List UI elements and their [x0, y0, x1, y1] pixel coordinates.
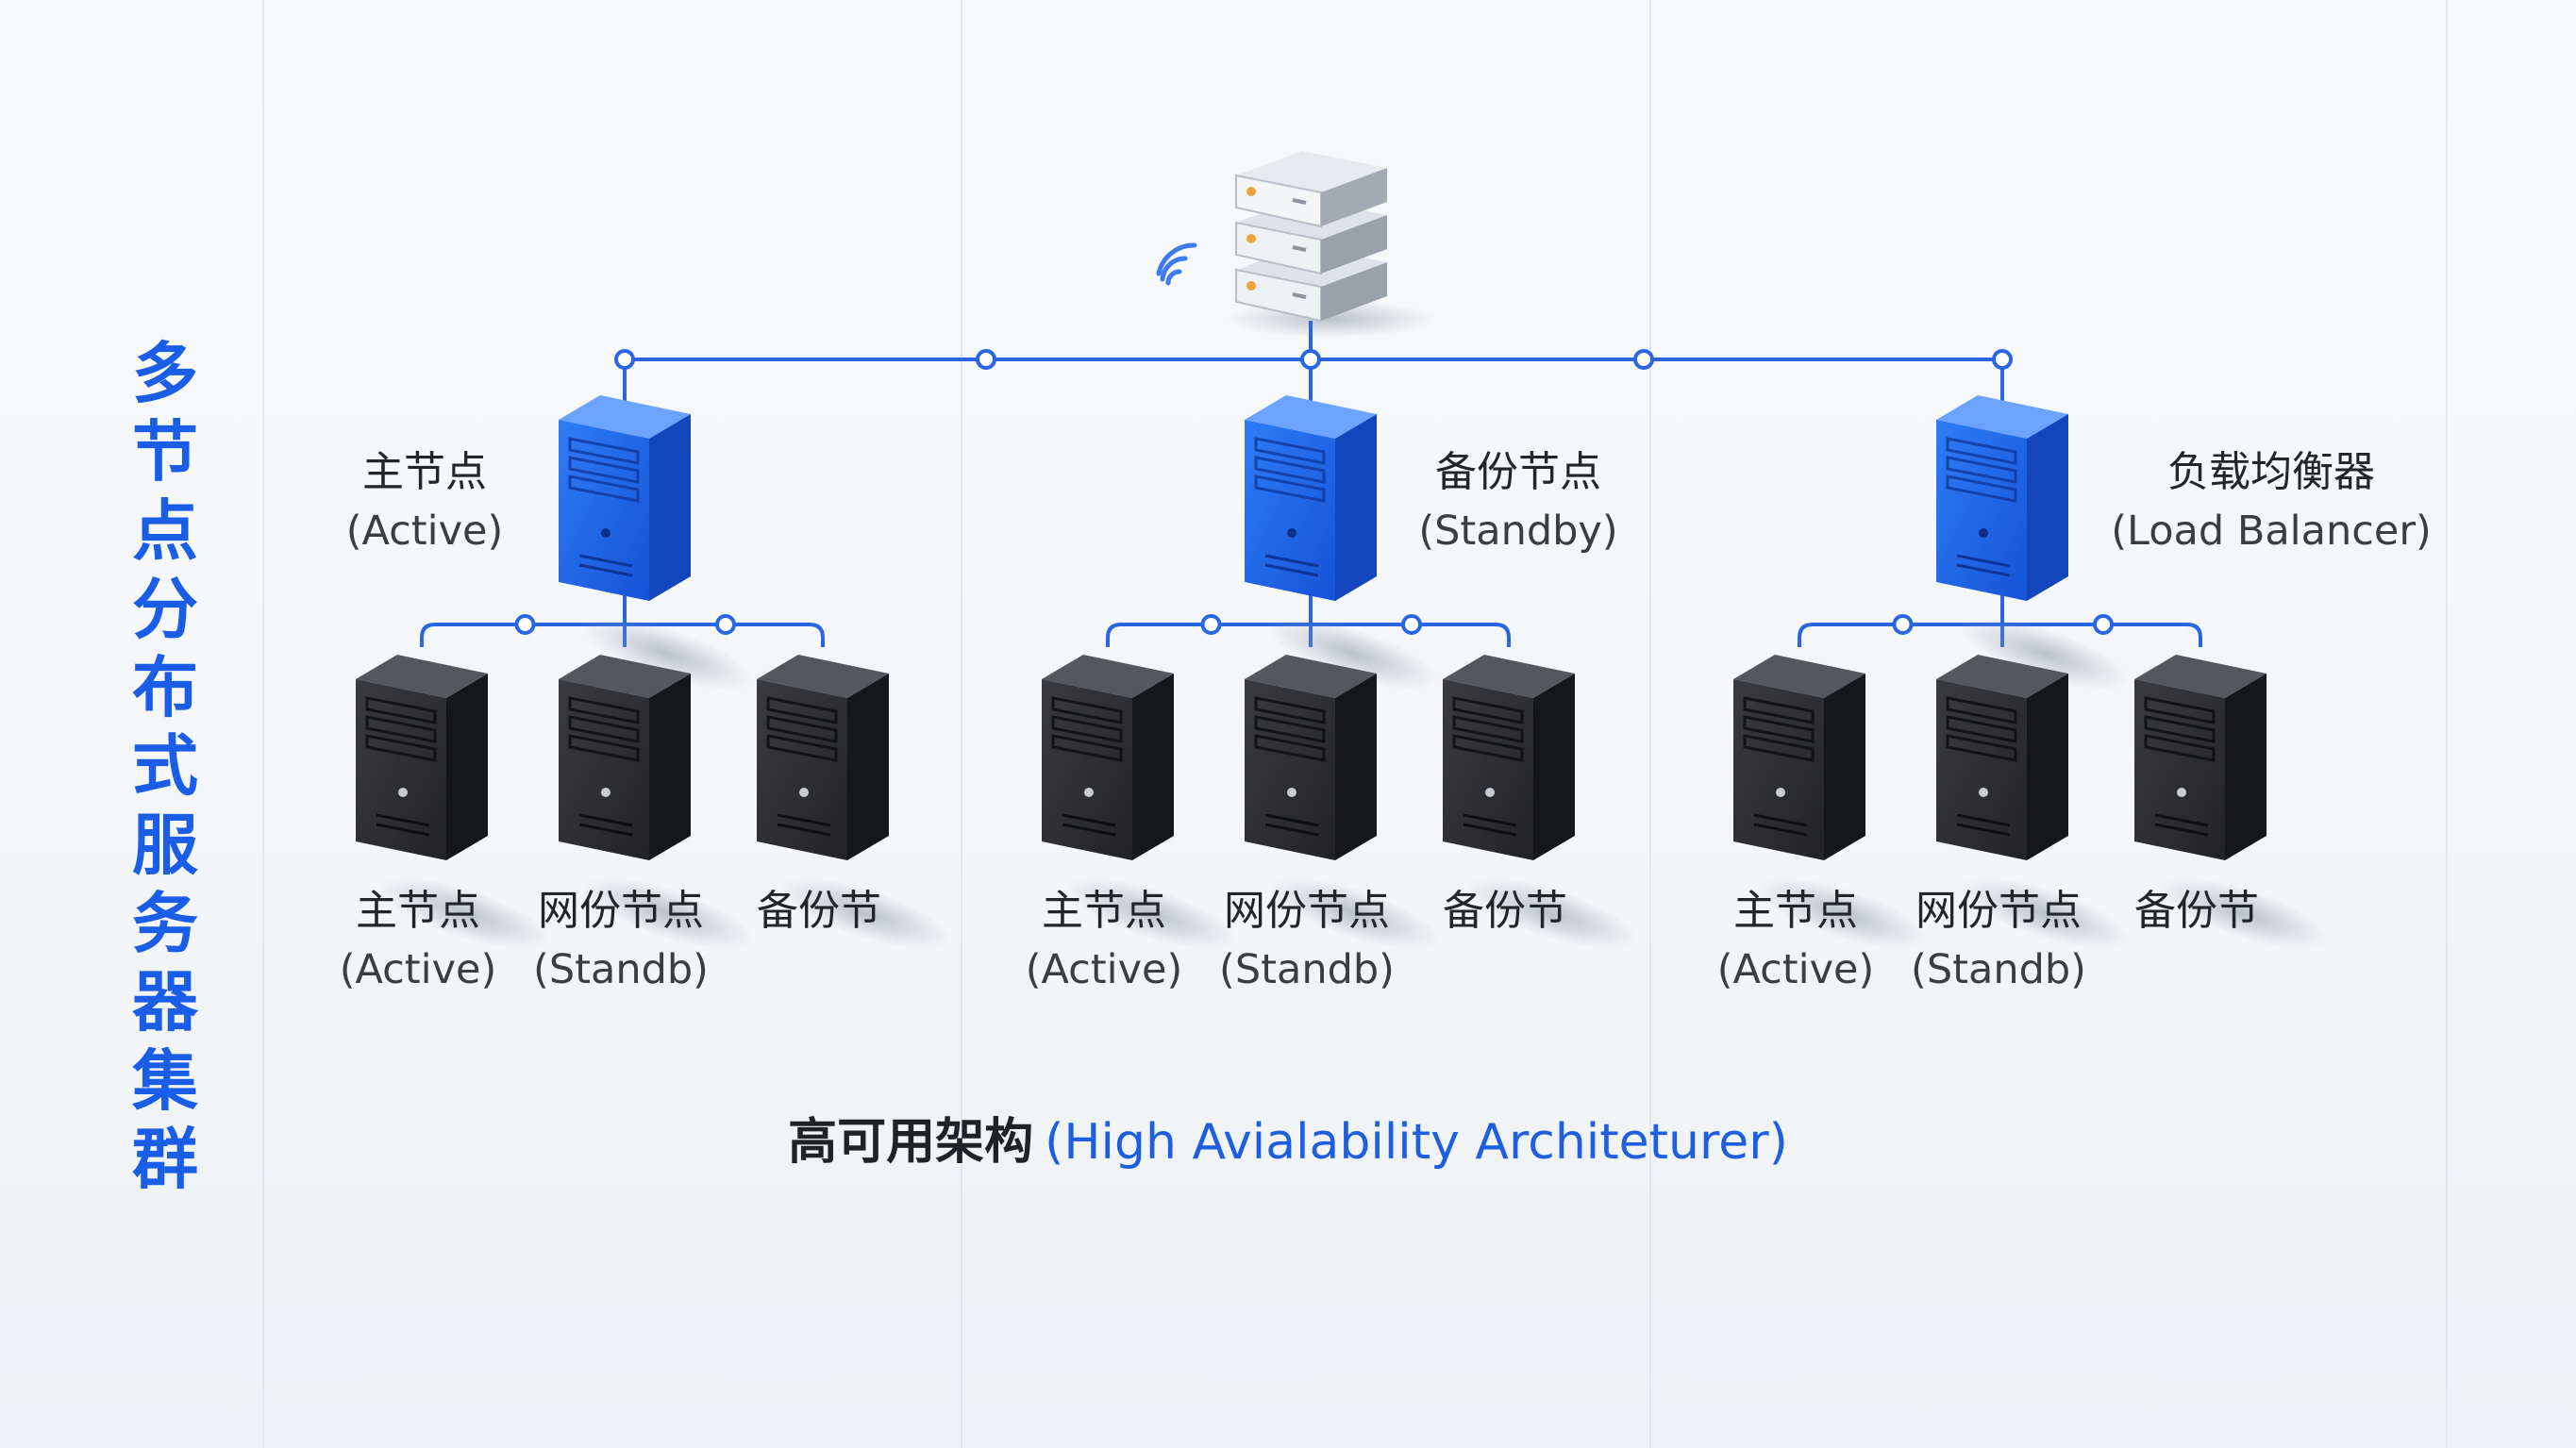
divider-line: [2446, 0, 2448, 1448]
child-label-0-1: 网份节点 (Standb): [451, 882, 791, 999]
group-label-2-subtitle: (Load Balancer): [2111, 508, 2432, 555]
group-label-0: 主节点 (Active): [255, 443, 594, 560]
connector-node: [1633, 349, 1654, 370]
connector-node: [614, 349, 635, 370]
child-label-2-2-title: 备份节: [2134, 887, 2259, 935]
child-label-0-2: 备份节: [649, 882, 989, 940]
child-label-2-0-subtitle: (Active): [1716, 946, 1875, 993]
child-label-1-1-subtitle: (Standb): [1219, 946, 1395, 993]
connector-node: [976, 349, 996, 370]
group-label-0-subtitle: (Active): [345, 508, 504, 555]
child-label-0-2-title: 备份节: [757, 887, 881, 935]
connector-node: [1300, 349, 1321, 370]
group-label-1-subtitle: (Standby): [1418, 508, 1618, 555]
child-label-2-1-title: 网份节点: [1915, 887, 2082, 935]
child-label-2-2: 备份节: [2027, 882, 2367, 940]
connector-node: [1401, 614, 1422, 635]
group-label-0-title: 主节点: [362, 448, 487, 496]
wifi-signal-icon: [1156, 242, 1197, 286]
connector-node: [715, 614, 736, 635]
group-label-2-title: 负载均衡器: [2167, 448, 2375, 496]
child-label-0-0-subtitle: (Active): [339, 946, 497, 993]
child-label-1-0: 主节点 (Active): [934, 882, 1274, 999]
child-label-0-1-subtitle: (Standb): [533, 946, 709, 993]
child-label-1-0-title: 主节点: [1042, 887, 1166, 935]
child-label-2-1-subtitle: (Standb): [1911, 946, 2086, 993]
child-label-1-2-title: 备份节: [1443, 887, 1567, 935]
child-label-1-0-subtitle: (Active): [1025, 946, 1183, 993]
child-label-1-2: 备份节: [1335, 882, 1675, 940]
child-label-2-0-title: 主节点: [1733, 887, 1858, 935]
child-label-0-1-title: 网份节点: [538, 887, 704, 935]
child-label-1-1: 网份节点 (Standb): [1137, 882, 1477, 999]
connector-node: [2093, 614, 2114, 635]
child-label-1-1-title: 网份节点: [1224, 887, 1390, 935]
child-label-2-1: 网份节点 (Standb): [1829, 882, 2168, 999]
child-label-2-0: 主节点 (Active): [1626, 882, 1965, 999]
divider-line: [262, 0, 264, 1448]
child-label-0-0: 主节点 (Active): [248, 882, 588, 999]
group-label-1: 备份节点 (Standby): [1348, 443, 1688, 560]
rack-server-icon: [1227, 151, 1434, 338]
connector-node: [1892, 614, 1914, 635]
child-label-0-0-title: 主节点: [356, 887, 480, 935]
group-label-2: 负载均衡器 (Load Balancer): [2101, 443, 2441, 560]
group-label-1-title: 备份节点: [1435, 448, 1601, 496]
connector-node: [1992, 349, 2013, 370]
connector-node: [514, 614, 536, 635]
divider-line: [1649, 0, 1651, 1448]
connector-node: [1200, 614, 1222, 635]
divider-line: [961, 0, 962, 1448]
caption-zh: 高可用架构: [788, 1114, 1034, 1171]
caption-en: (High Avialability Architeturer): [1045, 1114, 1788, 1171]
vertical-title: 多节点分布式服务器集群: [132, 335, 198, 1198]
architecture-caption: 高可用架构(High Avialability Architeturer): [0, 1109, 2576, 1175]
